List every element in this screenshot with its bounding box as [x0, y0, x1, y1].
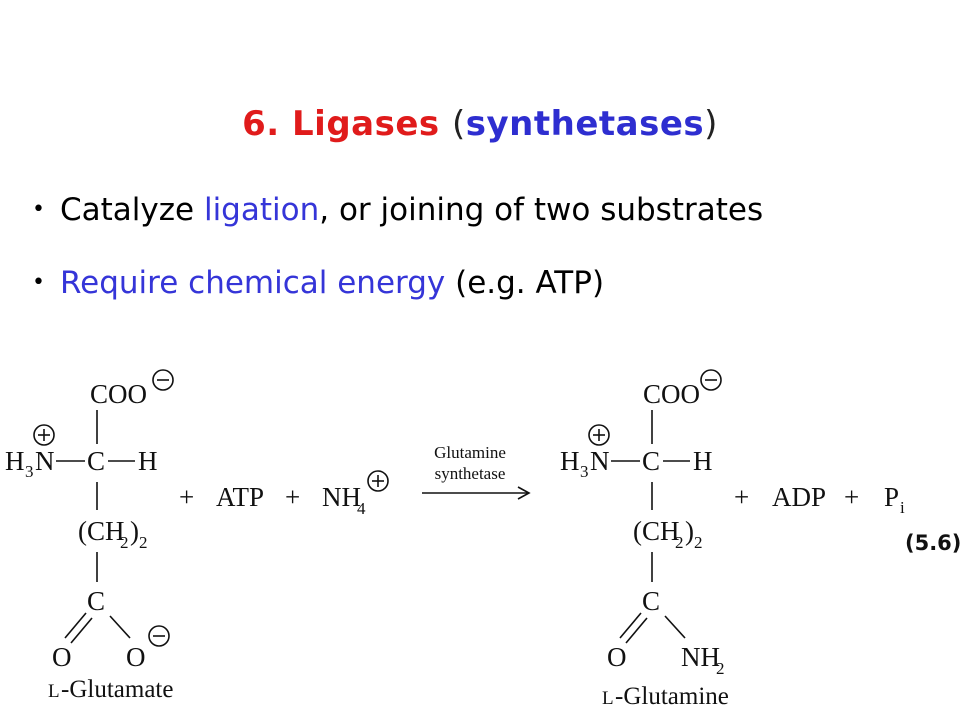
- title-word: Ligases: [292, 104, 440, 144]
- glutamate-name: -Glutamate: [61, 676, 173, 703]
- bullet-text-before: Catalyze: [60, 192, 204, 228]
- double-bond: [64, 612, 87, 639]
- glutamate-chain-close: ): [130, 516, 139, 546]
- title-alt: synthetases: [465, 104, 705, 144]
- bullet-highlight: ligation: [203, 192, 320, 228]
- glutamine-amine-sub: 3: [580, 462, 589, 481]
- glutamine-amine-n: N: [590, 446, 610, 476]
- bullet-item: • Require chemical energy (e.g. ATP): [32, 263, 763, 303]
- ammonium-sub: 4: [357, 499, 366, 518]
- title-number: 6.: [242, 104, 280, 144]
- glutamate-carbonyl-c: C: [87, 586, 105, 616]
- glutamate-oxygen-2: O: [126, 642, 146, 672]
- bullet-dot-icon: •: [32, 270, 45, 295]
- title-paren-open: (: [452, 104, 466, 144]
- double-bond: [625, 617, 648, 644]
- glutamine-oxygen: O: [607, 642, 627, 672]
- plus-charge-icon: [588, 424, 610, 446]
- bullet-text-after: , or joining of two substrates: [319, 192, 764, 228]
- equation-number: (5.6): [905, 531, 960, 555]
- glutamine-alpha-h: H: [693, 446, 713, 476]
- phosphate-sub: i: [900, 498, 905, 517]
- glutamine-amine-h: H: [560, 446, 580, 476]
- minus-charge-icon: [152, 369, 174, 391]
- glutamate-amine-n: N: [35, 446, 55, 476]
- adp-product: ADP: [772, 482, 826, 512]
- bullet-list: • Catalyze ligation, or joining of two su…: [32, 190, 763, 336]
- glutamine-chain-sub1: 2: [675, 533, 684, 552]
- plus-charge-icon: [33, 424, 55, 446]
- enzyme-label-line2: synthetase: [435, 464, 506, 483]
- glutamine-chain-close: ): [685, 516, 694, 546]
- bullet-dot-icon: •: [32, 197, 45, 222]
- glutamate-amine-h: H: [5, 446, 25, 476]
- glutamate-chain-sub1: 2: [120, 533, 129, 552]
- glutamine-amide-sub: 2: [716, 659, 725, 678]
- glutamate-amine-sub: 3: [25, 462, 34, 481]
- double-bond: [619, 612, 642, 639]
- minus-charge-icon: [148, 625, 170, 647]
- reaction-arrow-icon: [422, 486, 531, 500]
- glutamate-chain-sub2: 2: [139, 533, 148, 552]
- glutamine-structure: COO H 3 N C H (CH 2 ) 2 C: [560, 369, 729, 710]
- double-bond: [70, 617, 93, 644]
- plus-charge-icon: [367, 470, 389, 492]
- glutamine-chain: (CH: [633, 516, 680, 546]
- ammonium-reagent: NH: [322, 482, 361, 512]
- atp-reagent: ATP: [216, 482, 264, 512]
- glutamate-carboxylate: COO: [90, 379, 147, 409]
- glutamate-structure: COO H 3 N C H (CH 2 ) 2 C: [5, 369, 174, 703]
- glutamine-carboxylate: COO: [643, 379, 700, 409]
- title-paren-close: ): [704, 104, 718, 144]
- plus-sign: +: [179, 482, 194, 512]
- glutamine-carbonyl-c: C: [642, 586, 660, 616]
- glutamine-chain-sub2: 2: [694, 533, 703, 552]
- plus-sign: +: [734, 482, 749, 512]
- glutamine-name-prefix: L: [602, 688, 614, 709]
- glutamate-alpha-h: H: [138, 446, 158, 476]
- enzyme-label-line1: Glutamine: [434, 443, 506, 462]
- slide-title: 6. Ligases (synthetases): [0, 104, 960, 144]
- minus-charge-icon: [700, 369, 722, 391]
- plus-sign: +: [285, 482, 300, 512]
- bullet-text-after: (e.g. ATP): [445, 265, 605, 301]
- bullet-highlight: Require chemical energy: [60, 265, 446, 301]
- phosphate-product: P: [884, 482, 899, 512]
- bond: [109, 615, 131, 639]
- glutamate-alpha-c: C: [87, 446, 105, 476]
- glutamine-alpha-c: C: [642, 446, 660, 476]
- reaction-diagram: COO H 3 N C H (CH 2 ) 2 C: [5, 369, 960, 710]
- bullet-item: • Catalyze ligation, or joining of two su…: [32, 190, 763, 230]
- plus-sign: +: [844, 482, 859, 512]
- glutamate-chain: (CH: [78, 516, 125, 546]
- glutamate-name-prefix: L: [48, 681, 60, 702]
- glutamate-oxygen-1: O: [52, 642, 72, 672]
- glutamine-amide: NH: [681, 642, 720, 672]
- glutamine-name: -Glutamine: [615, 683, 729, 710]
- bond: [664, 615, 686, 639]
